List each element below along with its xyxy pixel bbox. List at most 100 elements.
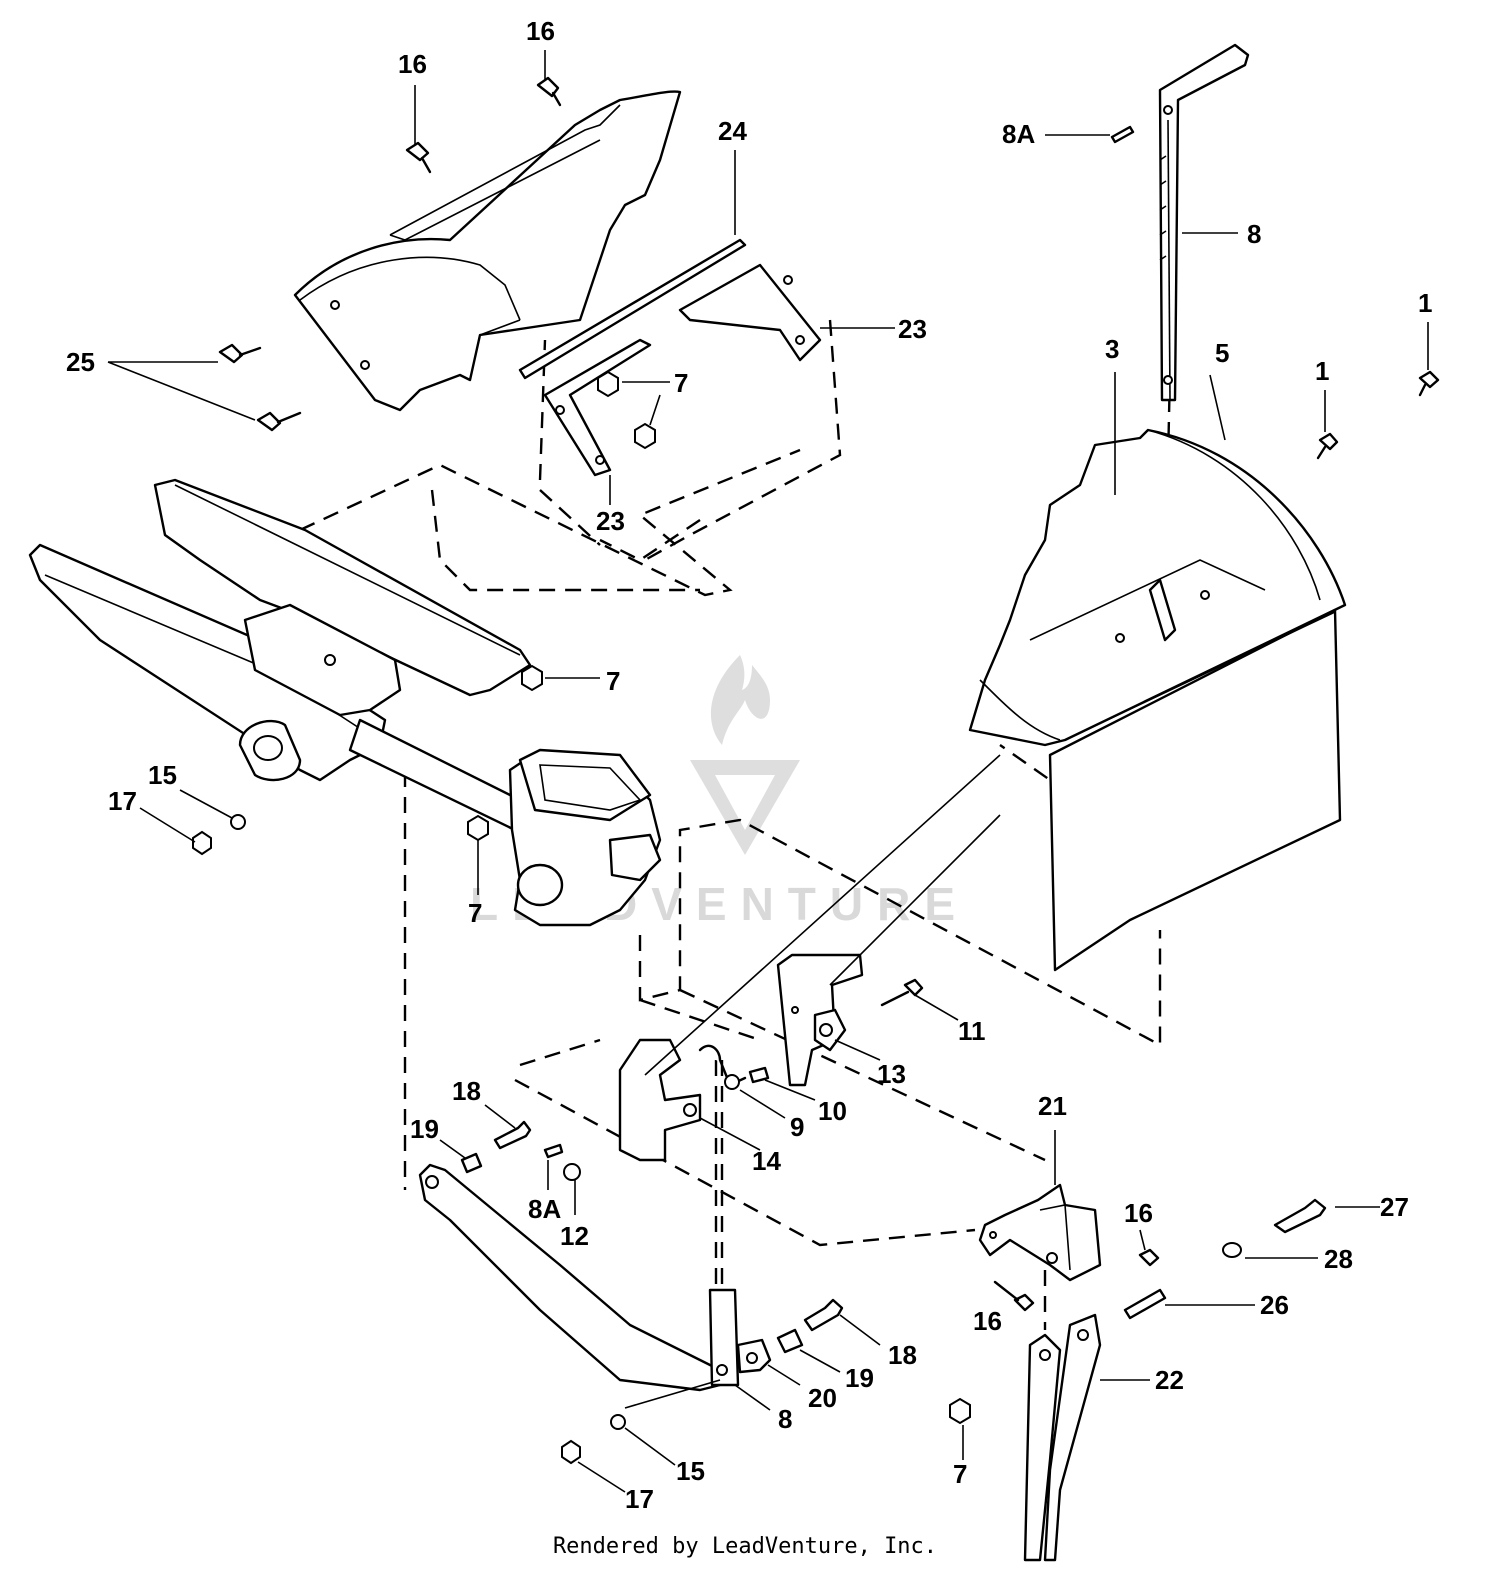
bolt-16-right	[1138, 1248, 1160, 1267]
callout-8-upper: 8	[1247, 219, 1261, 249]
callout-16-right: 16	[1124, 1198, 1153, 1228]
depth-slot	[1148, 578, 1177, 642]
callout-22: 22	[1155, 1365, 1184, 1395]
callout-16-lower: 16	[973, 1306, 1002, 1336]
lever-plate-8	[708, 1288, 740, 1387]
bolt-18-lower	[803, 1298, 844, 1332]
frame-left-rail	[28, 543, 387, 782]
bolt-1-right	[1418, 370, 1440, 397]
callout-19-lower: 19	[845, 1363, 874, 1393]
gearbox-flange	[608, 833, 662, 882]
depth-stake-22b	[1043, 1313, 1102, 1562]
callout-16-top-left: 16	[398, 49, 427, 79]
washer-15-lower	[610, 1414, 626, 1430]
bracket-14	[618, 1038, 702, 1162]
callout-8A-lower: 8A	[528, 1194, 561, 1224]
callout-3: 3	[1105, 334, 1119, 364]
callout-1-mid: 1	[1315, 356, 1329, 386]
nut-7-d	[467, 814, 489, 842]
callout-17-upper: 17	[108, 786, 137, 816]
hardware	[192, 76, 1440, 1465]
callout-23-right: 23	[898, 314, 927, 344]
nut-17-upper	[192, 830, 212, 856]
pin-10	[748, 1066, 770, 1084]
bracket-group-upper	[518, 238, 822, 477]
depth-notches	[1159, 155, 1167, 261]
callout-9: 9	[790, 1112, 804, 1142]
axle-tube	[348, 718, 522, 832]
nut-12	[563, 1163, 581, 1181]
footer-credit: Rendered by LeadVenture, Inc.	[552, 1534, 938, 1559]
upper-shield-body	[293, 90, 682, 412]
leader-lines	[107, 50, 1429, 1493]
callout-26: 26	[1260, 1290, 1289, 1320]
bracket-23-left	[543, 338, 652, 477]
callout-8A-upper: 8A	[1002, 119, 1035, 149]
callout-15-upper: 15	[148, 760, 177, 790]
callout-7-upper: 7	[674, 368, 688, 398]
callout-18-lower: 18	[888, 1340, 917, 1370]
deflector-plate-24	[518, 238, 747, 380]
callout-labels: 16 16 24 8A 8 1 3 5 1 23 25 7 23 7 15 17…	[66, 16, 1432, 1514]
bracket-21	[978, 1183, 1102, 1282]
tine-shield-right	[968, 428, 1347, 972]
callout-16-top: 16	[526, 16, 555, 46]
transmission-frame	[28, 478, 662, 927]
depth-stake-group	[978, 1183, 1327, 1562]
nut-17-lower	[561, 1439, 581, 1465]
bolt-16-upper-b	[405, 141, 432, 174]
hitch-bracket-group	[618, 754, 1001, 1162]
callout-27: 27	[1380, 1192, 1409, 1222]
gearbox-top	[518, 748, 652, 822]
spacer-19-lower	[776, 1328, 804, 1354]
callout-12: 12	[560, 1221, 589, 1251]
callout-18-upper: 18	[452, 1076, 481, 1106]
callout-10: 10	[818, 1096, 847, 1126]
bolt-16-lower	[993, 1280, 1035, 1312]
callout-5: 5	[1215, 338, 1229, 368]
frame-upper-rail	[153, 478, 532, 697]
callout-11: 11	[958, 1016, 986, 1046]
tine-shield-upper	[293, 90, 682, 412]
callout-21: 21	[1038, 1091, 1067, 1121]
pin-8A-upper	[1110, 125, 1135, 144]
pin-26	[1123, 1288, 1167, 1320]
depth-lever-upper	[1110, 43, 1250, 402]
watermark-v-icon	[690, 760, 800, 855]
callout-24: 24	[718, 116, 747, 146]
bracket-23-right	[678, 263, 822, 362]
bolt-25-a	[218, 343, 262, 364]
gearbox-hub	[516, 863, 564, 907]
mount-block	[243, 603, 402, 717]
callout-28: 28	[1324, 1244, 1353, 1274]
callout-23-left: 23	[596, 506, 625, 536]
depth-stake-22a	[1023, 1333, 1062, 1562]
nut-7-b	[634, 422, 656, 450]
callout-14: 14	[752, 1146, 781, 1176]
lift-rod	[418, 1163, 722, 1392]
callout-7-gearbox: 7	[468, 898, 482, 928]
bolt-18-upper	[493, 1120, 532, 1150]
bolt-11	[880, 978, 924, 1007]
lift-linkage-lower	[418, 1163, 844, 1392]
washer-28	[1222, 1242, 1242, 1258]
callout-25: 25	[66, 347, 95, 377]
callout-7-lower: 7	[953, 1459, 967, 1489]
callout-7-frame: 7	[606, 666, 620, 696]
bolt-27	[1273, 1198, 1327, 1234]
callout-13: 13	[877, 1059, 906, 1089]
depth-bar-8	[1158, 43, 1250, 402]
callout-8-lower: 8	[778, 1404, 792, 1434]
callout-20: 20	[808, 1383, 837, 1413]
callout-17-lower: 17	[625, 1484, 654, 1514]
spacer-19-upper	[460, 1152, 483, 1174]
callout-15-lower: 15	[676, 1456, 705, 1486]
pin-8A-lower	[543, 1143, 564, 1159]
nut-7-c	[521, 664, 543, 692]
bolt-16-upper-a	[536, 76, 562, 107]
bolt-25-b	[256, 411, 302, 432]
nut-7-a	[597, 370, 619, 398]
washer-15-upper	[230, 814, 246, 830]
callout-19-upper: 19	[410, 1114, 439, 1144]
